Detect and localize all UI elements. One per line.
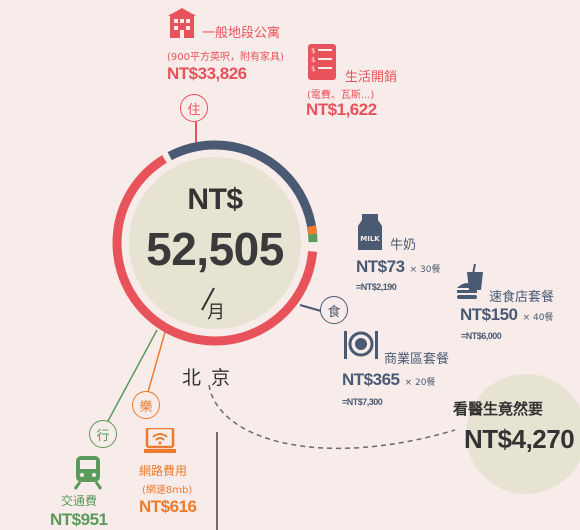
svg-text:$: $: [311, 65, 315, 73]
fastfood-title: 速食店套餐: [489, 290, 555, 305]
housing-arc: [112, 140, 318, 346]
milk-title: 牛奶: [390, 238, 417, 253]
business-multiplier: × 20餐: [404, 378, 436, 388]
housing-price: NT$33,826: [167, 64, 247, 83]
total-currency: NT$: [187, 183, 243, 216]
transport-price: NT$951: [50, 510, 108, 529]
milk-icon-label: MILK: [360, 235, 380, 243]
bill-icon: $ $ $: [308, 44, 336, 80]
food-arc: [112, 140, 318, 346]
business-title: 商業區套餐: [384, 352, 450, 367]
milk-price: NT$73: [356, 257, 405, 276]
per-month: 月: [207, 302, 225, 323]
doctor-bubble: [466, 374, 580, 494]
milk-icon: MILK: [358, 214, 382, 250]
total-ring: [112, 140, 318, 346]
laptop-wifi-icon: [144, 428, 176, 453]
inner-circle: [129, 157, 301, 329]
svg-text:$: $: [311, 56, 315, 64]
fastfood-icon: [457, 264, 483, 299]
doctor-title: 看醫生竟然要: [453, 400, 544, 418]
business-total: =NT$7,300: [342, 397, 383, 407]
milk-total: =NT$2,190: [356, 282, 397, 292]
housing-title: 一般地段公寓: [202, 26, 281, 41]
leisure-price: NT$616: [139, 497, 197, 516]
building-icon: [168, 8, 196, 38]
housing-note: (900平方英呎，附有家具): [167, 52, 284, 63]
train-icon: [73, 456, 103, 490]
utilities-note: (電費、瓦斯...): [307, 90, 375, 101]
transport-title: 交通費: [61, 494, 98, 508]
utilities-price: NT$1,622: [306, 100, 377, 119]
utilities-title: 生活開銷: [345, 70, 398, 85]
business-price: NT$365: [342, 370, 400, 389]
plate-icon: [344, 331, 378, 359]
business-line: NT$365 × 20餐: [342, 370, 435, 390]
total-amount: 52,505: [146, 223, 284, 275]
fastfood-multiplier: × 40餐: [522, 313, 554, 323]
city-name: 北 京: [182, 367, 233, 389]
housing-category-tag: 住: [180, 94, 208, 122]
doctor-price: NT$4,270: [464, 424, 575, 454]
leisure-note: (網速8mb): [142, 485, 193, 496]
fastfood-total: =NT$6,000: [461, 331, 502, 341]
svg-text:$: $: [311, 47, 315, 55]
food-category-tag: 食: [320, 296, 348, 324]
leisure-title: 網路費用: [139, 464, 188, 478]
fastfood-price: NT$150: [460, 305, 518, 324]
leisure-category-tag: 樂: [132, 391, 160, 419]
transport-category-tag: 行: [89, 420, 117, 448]
milk-multiplier: × 30餐: [409, 265, 441, 275]
fastfood-line: NT$150 × 40餐: [460, 305, 553, 325]
milk-line: NT$73 × 30餐: [356, 257, 440, 277]
